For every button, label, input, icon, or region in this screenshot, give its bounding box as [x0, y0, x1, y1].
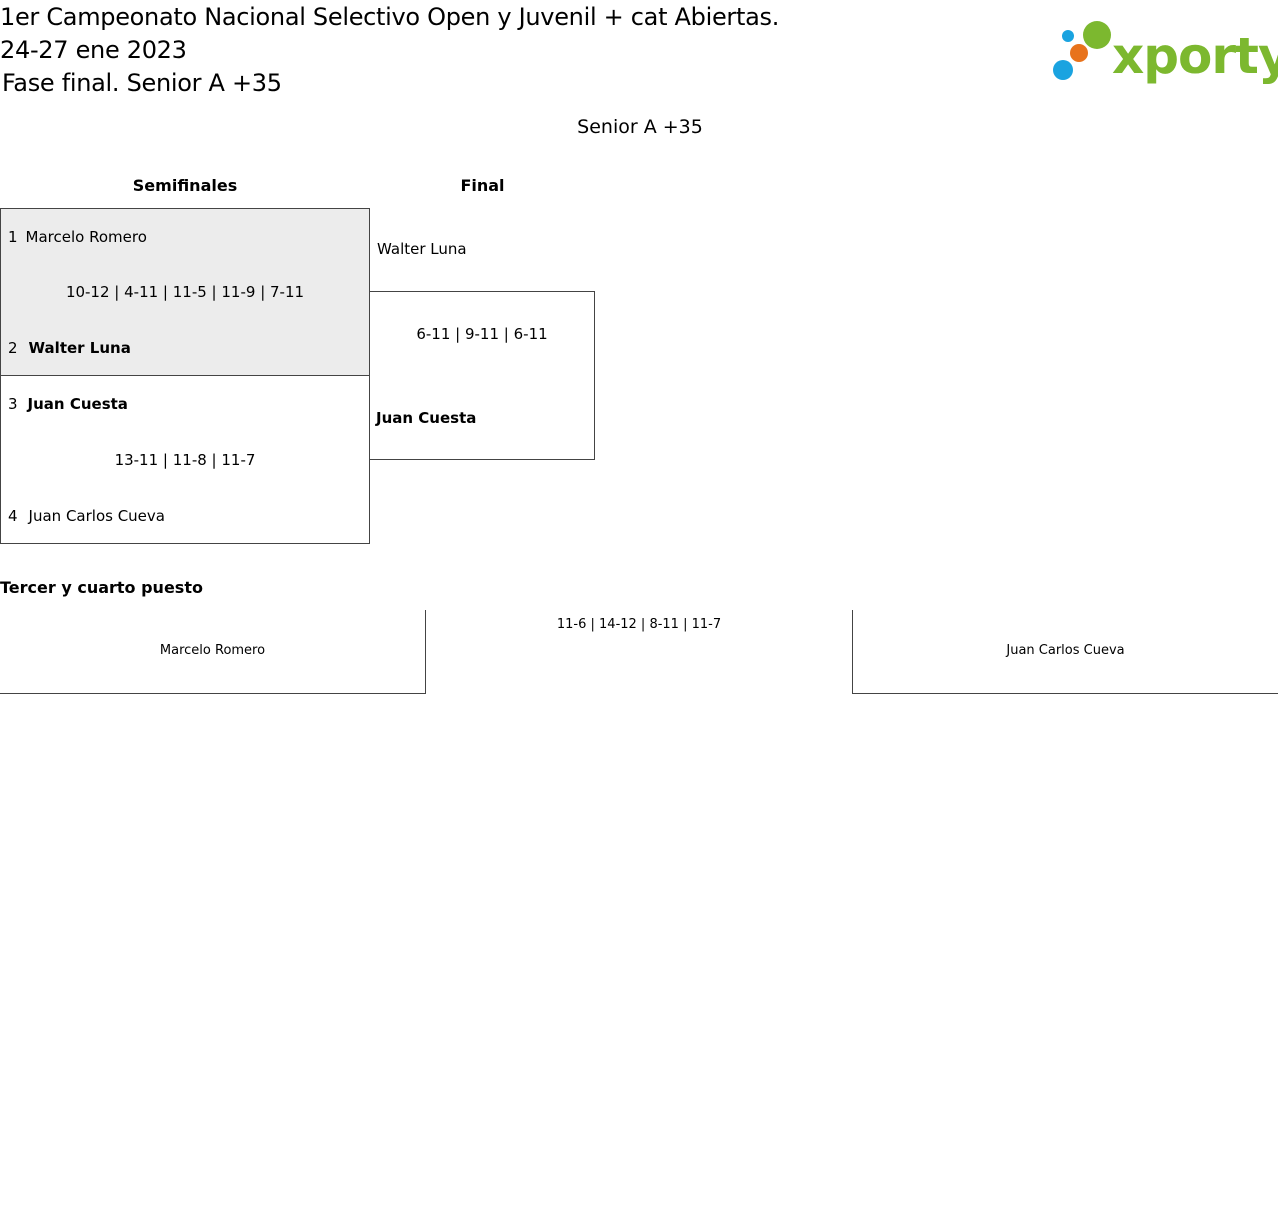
semifinal-1-score: 10-12 | 4-11 | 11-5 | 11-9 | 7-11 — [65, 283, 305, 301]
semifinal-1-player-1: 1 Marcelo Romero — [8, 228, 147, 246]
seed-number: 2 — [8, 339, 18, 357]
third-place-player-1-cell: Marcelo Romero — [0, 610, 426, 694]
third-place-player-2: Juan Carlos Cueva — [1006, 643, 1125, 658]
semifinal-match-2: 3 Juan Cuesta 13-11 | 11-8 | 11-7 4 Juan C… — [0, 375, 370, 544]
third-place-score-cell: 11-6 | 14-12 | 8-11 | 11-7 — [426, 610, 852, 694]
semifinal-1-player-2: 2 Walter Luna — [8, 339, 131, 357]
third-place-player-1: Marcelo Romero — [159, 643, 266, 658]
final-player-2: Juan Cuesta — [376, 409, 476, 427]
semifinal-2-player-1: 3 Juan Cuesta — [8, 395, 128, 413]
logo-wordmark: xporty — [1112, 27, 1278, 84]
player-name: Walter Luna — [28, 339, 131, 357]
player-name: Juan Cuesta — [376, 409, 477, 427]
player-name: Juan Cuesta — [27, 395, 128, 413]
final-score: 6-11 | 9-11 | 6-11 — [416, 325, 548, 343]
seed-number: 3 — [8, 395, 18, 413]
tournament-dates: 24-27 ene 2023 — [0, 36, 187, 64]
seed-number: 1 — [8, 228, 18, 246]
third-place-player-2-cell: Juan Carlos Cueva — [852, 610, 1278, 694]
third-place-title: Tercer y cuarto puesto — [0, 578, 203, 597]
player-name: Marcelo Romero — [25, 228, 147, 246]
phase-title: Fase final. Senior A +35 — [2, 69, 282, 97]
player-name: Walter Luna — [377, 240, 467, 258]
third-place-score: 11-6 | 14-12 | 8-11 | 11-7 — [556, 617, 722, 632]
tournament-title: 1er Campeonato Nacional Selectivo Open y… — [0, 3, 780, 31]
logo-dot-blue-small — [1062, 30, 1074, 42]
seed-number: 4 — [8, 507, 18, 525]
semifinals-label: Semifinales — [132, 176, 238, 195]
logo-dot-orange — [1070, 44, 1088, 62]
final-match: 6-11 | 9-11 | 6-11 Juan Cuesta — [369, 291, 595, 460]
final-label: Final — [460, 176, 505, 195]
semifinal-2-score: 13-11 | 11-8 | 11-7 — [114, 451, 256, 469]
final-player-1: Walter Luna — [377, 240, 467, 258]
logo-dot-blue-large — [1053, 60, 1073, 80]
category-title: Senior A +35 — [577, 116, 703, 138]
player-name: Juan Carlos Cueva — [28, 507, 165, 525]
semifinal-2-player-2: 4 Juan Carlos Cueva — [8, 507, 165, 525]
logo-dot-green — [1083, 21, 1111, 49]
semifinal-match-1: 1 Marcelo Romero 10-12 | 4-11 | 11-5 | 11… — [0, 208, 370, 376]
xporty-logo: xporty — [1053, 21, 1278, 84]
